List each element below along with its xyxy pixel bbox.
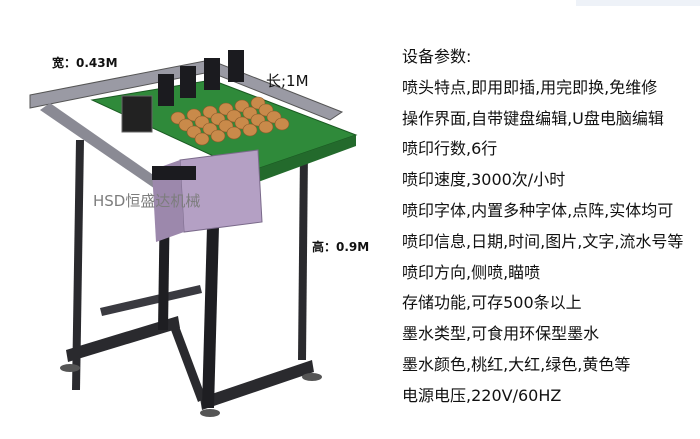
- bottom-rail-front: [200, 360, 314, 410]
- print-head-block: [121, 95, 153, 133]
- egg: [258, 120, 274, 134]
- spec-item: 操作界面,自带键盘编辑,U盘电脑编辑: [402, 108, 664, 128]
- spec-item: 喷头特点,即用即插,用完即换,免维修: [402, 77, 658, 97]
- spec-item: 喷印行数,6行: [402, 139, 498, 159]
- egg: [194, 132, 210, 146]
- top-decoration-bar: [576, 0, 700, 6]
- mid-rail: [100, 285, 202, 316]
- spec-item: 电源电压,220V/60HZ: [402, 385, 562, 405]
- back-left-leg: [72, 140, 84, 390]
- egg: [226, 126, 242, 140]
- egg: [242, 123, 258, 137]
- control-box: [179, 149, 263, 233]
- bottom-rail-side: [168, 318, 206, 402]
- egg: [210, 129, 226, 143]
- print-head: [228, 50, 244, 82]
- spec-heading: 设备参数:: [402, 47, 472, 66]
- width-dimension-label: 宽：0.43M: [52, 56, 118, 70]
- spec-item: 喷印方向,侧喷,瞄喷: [402, 262, 541, 282]
- side-rail-left: [40, 103, 172, 195]
- foot: [60, 364, 80, 372]
- egg-printer-machine-illustration: [29, 50, 358, 417]
- spec-list: 设备参数: 喷头特点,即用即插,用完即换,免维修 操作界面,自带键盘编辑,U盘电…: [402, 42, 698, 412]
- spec-item: 墨水颜色,桃红,大红,绿色,黄色等: [402, 354, 631, 374]
- spec-item: 喷印速度,3000次/小时: [402, 170, 566, 190]
- brand-watermark: HSD恒盛达机械: [93, 192, 201, 210]
- bottom-rail-left: [66, 316, 180, 362]
- keyboard-panel: [152, 166, 196, 180]
- control-box-side: [152, 160, 184, 242]
- foot: [200, 409, 220, 417]
- foot: [302, 373, 322, 381]
- front-right-leg: [202, 190, 220, 408]
- back-right-leg: [298, 150, 308, 360]
- spec-item: 墨水类型,可食用环保型墨水: [402, 324, 600, 344]
- spec-item: 喷印字体,内置多种字体,点阵,实体均可: [402, 200, 674, 220]
- length-dimension-label: 长;1M: [266, 72, 309, 90]
- conveyor-side: [248, 135, 356, 185]
- print-head: [204, 58, 220, 90]
- spec-item: 存储功能,可存500条以上: [402, 293, 582, 313]
- height-dimension-label: 高：0.9M: [312, 240, 370, 254]
- print-head: [158, 74, 174, 106]
- print-head: [180, 66, 196, 98]
- egg: [274, 117, 290, 131]
- spec-item: 喷印信息,日期,时间,图片,文字,流水号等: [402, 231, 684, 251]
- egg-tray: [170, 96, 290, 146]
